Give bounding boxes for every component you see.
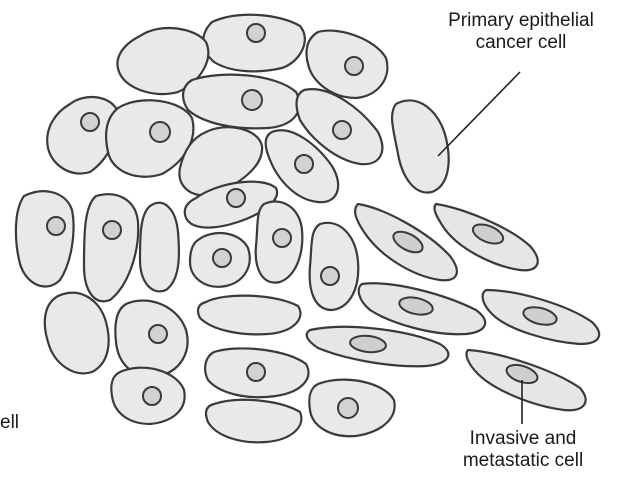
epithelial-cell	[309, 380, 394, 437]
epithelial-cell	[203, 15, 305, 72]
label-primary-line1: Primary epithelial	[408, 10, 634, 32]
epithelial-cell	[306, 31, 387, 98]
spindle-cell	[466, 350, 585, 410]
label-primary-line2: cancer cell	[408, 32, 634, 54]
label-primary-epithelial: Primary epithelial cancer cell	[408, 10, 634, 54]
epithelial-cell	[206, 400, 301, 442]
epithelial-cell	[310, 223, 359, 310]
label-invasive-line2: metastatic cell	[422, 450, 624, 472]
epithelial-cell	[45, 293, 109, 374]
leader-line-primary	[438, 72, 520, 156]
epithelial-cell	[198, 296, 300, 335]
epithelial-cell	[84, 194, 138, 301]
epithelial-cell	[183, 75, 299, 129]
label-invasive-line1: Invasive and	[422, 428, 624, 450]
spindle-cell	[483, 290, 600, 344]
epithelial-cell	[190, 233, 250, 287]
epithelial-cell	[140, 203, 179, 292]
epithelial-cell	[205, 348, 308, 397]
epithelial-cell	[115, 300, 187, 376]
epithelial-cell	[111, 368, 184, 424]
epithelial-cell	[392, 100, 449, 192]
epithelial-cell	[256, 202, 303, 283]
spindle-cell	[359, 283, 485, 334]
spindle-cell	[307, 327, 449, 366]
epithelial-cell	[16, 191, 74, 286]
label-invasive-metastatic: Invasive and metastatic cell	[422, 428, 624, 472]
label-left-fragment: ell	[0, 412, 19, 434]
